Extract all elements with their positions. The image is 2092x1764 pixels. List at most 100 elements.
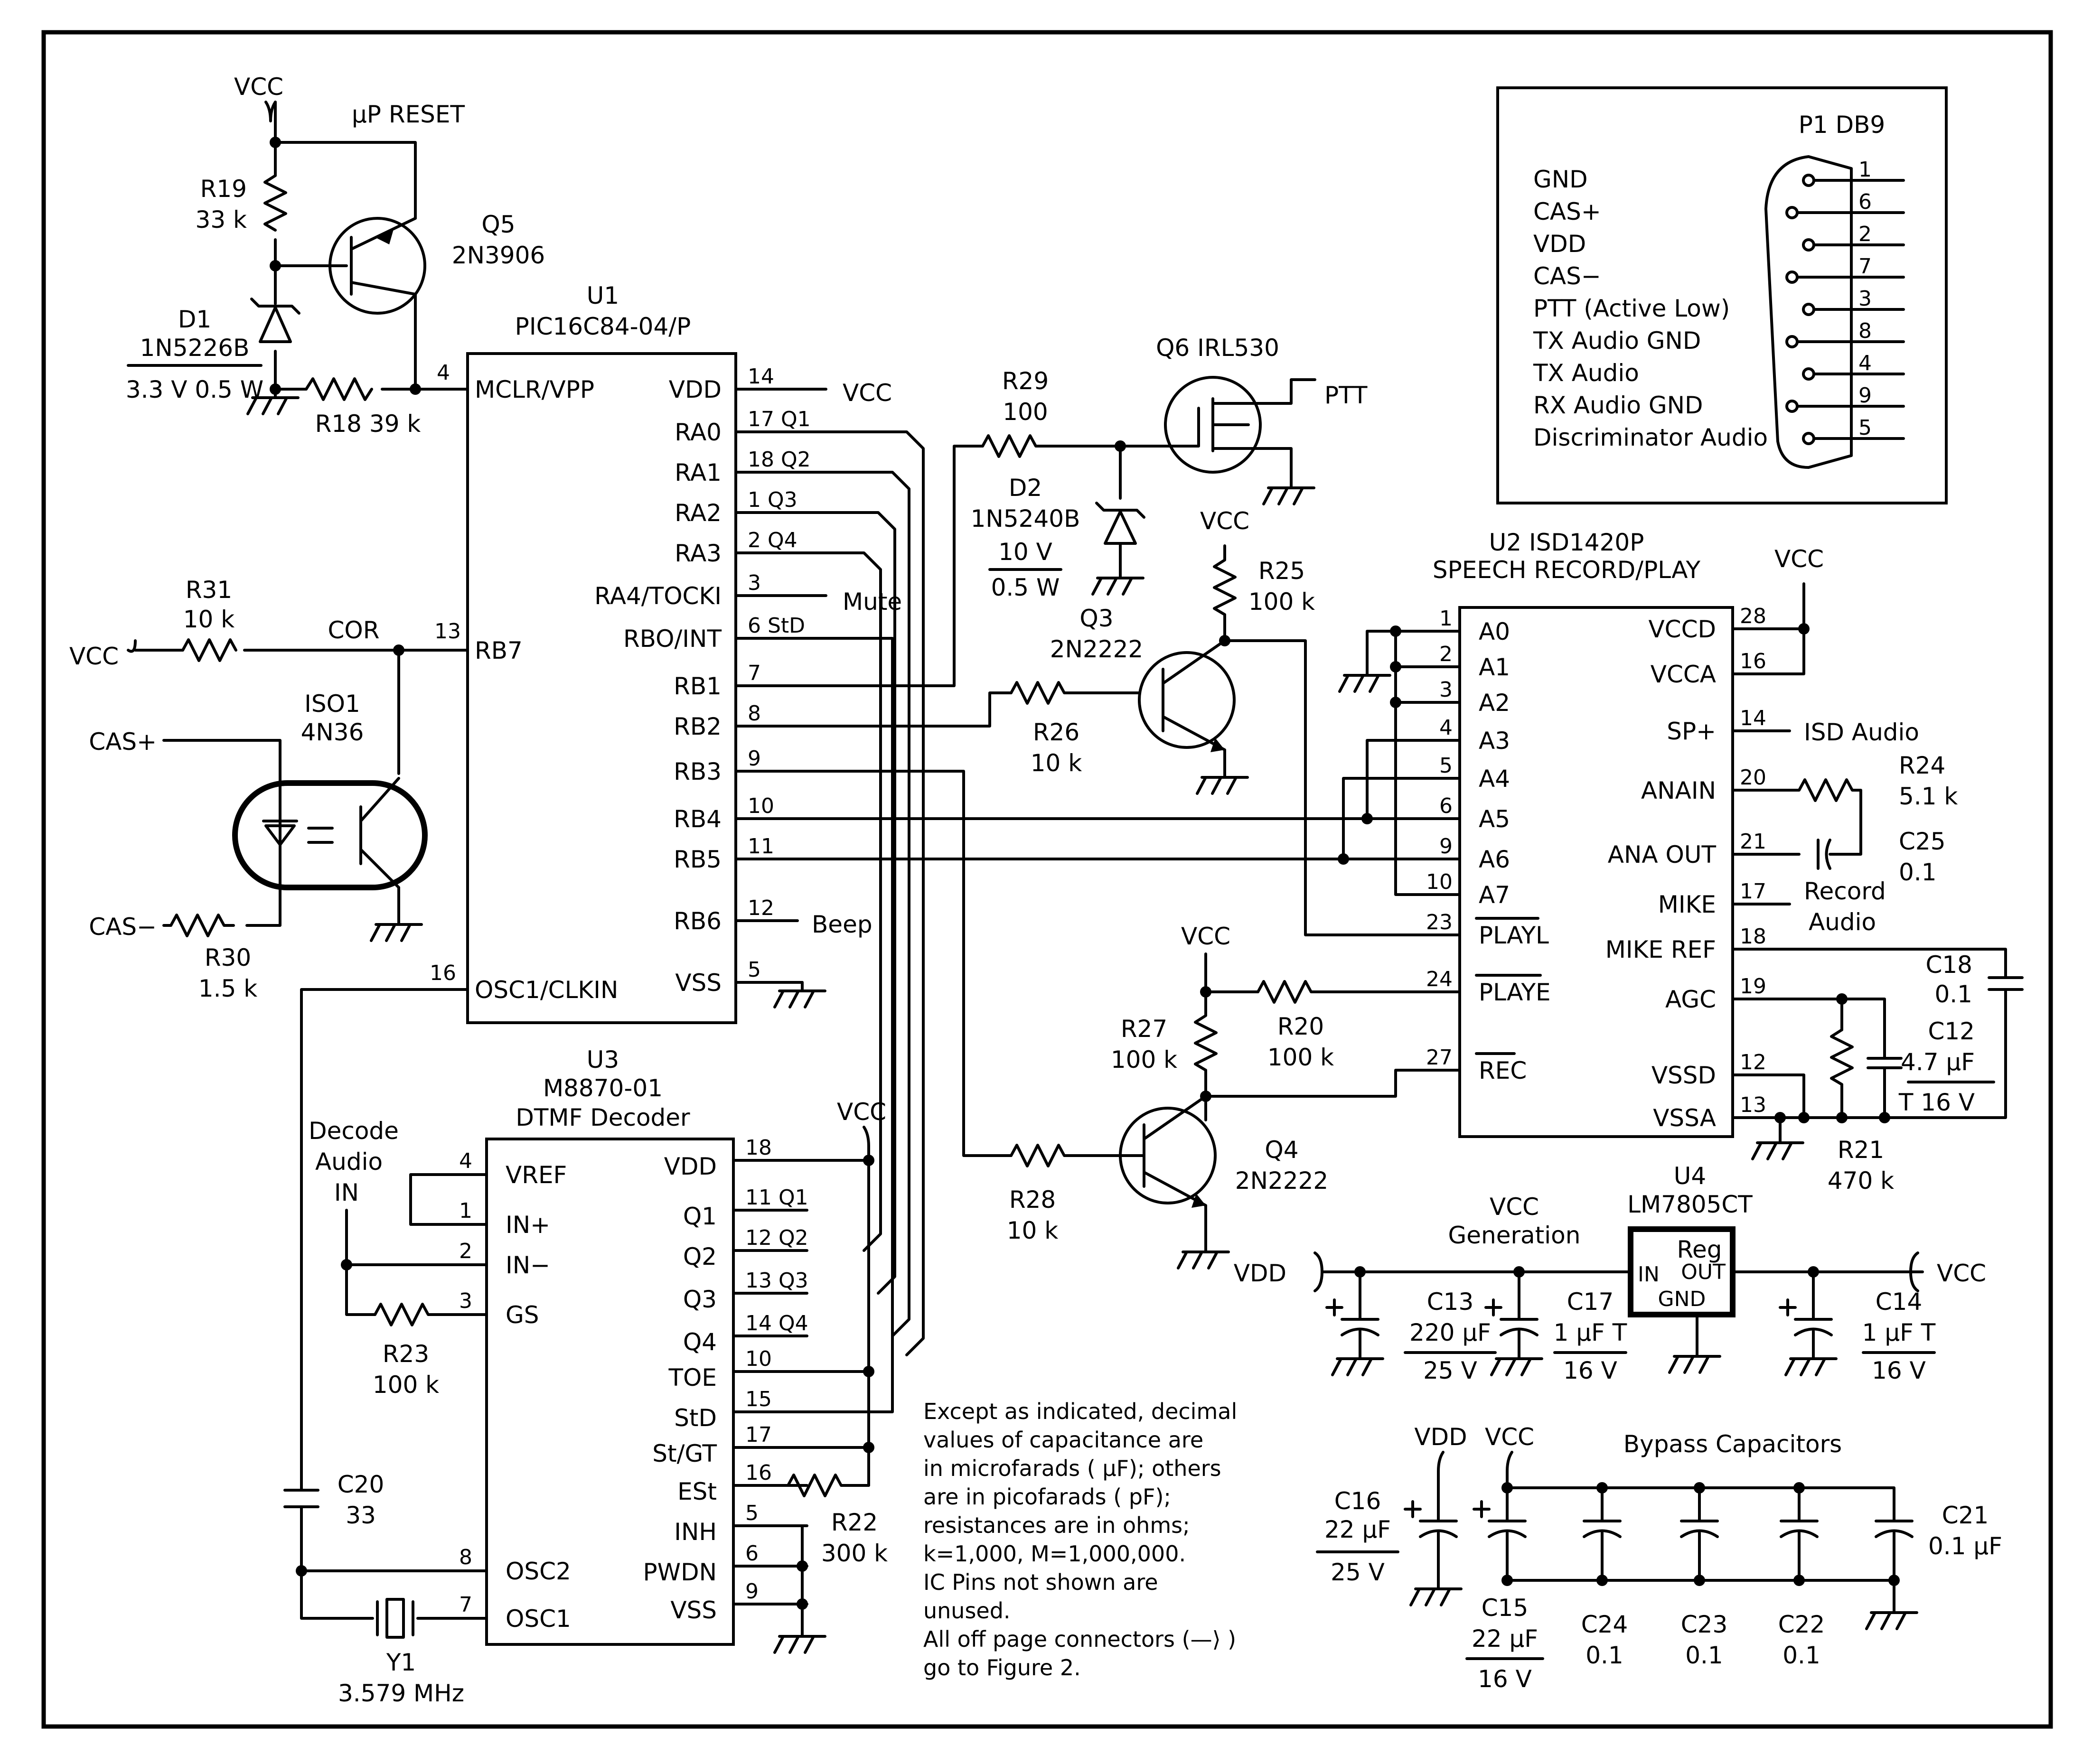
u3-desc: DTMF Decoder (516, 1104, 690, 1131)
junction-dot (341, 1259, 352, 1270)
u3-inh-wires (732, 1524, 804, 1629)
u4-ground (1670, 1348, 1720, 1372)
r21-resistor (1830, 1028, 1854, 1098)
q6-label: Q6 IRL530 (1156, 334, 1279, 362)
cor-wires (127, 639, 469, 775)
r19-label: R19 (200, 175, 247, 203)
u4-in: IN (1638, 1262, 1660, 1287)
junction-dot (393, 644, 404, 656)
c17-label: C17 (1567, 1288, 1614, 1316)
note-line: unused. (923, 1598, 1011, 1624)
junction-dot (1361, 813, 1373, 824)
u3-pin-number: 4 (459, 1149, 472, 1173)
r26-resistor (1010, 681, 1141, 705)
q4-label: Q4 (1265, 1136, 1298, 1164)
r19-value: 33 k (196, 206, 247, 233)
u2-body (1458, 606, 1734, 1138)
cor-label: COR (328, 616, 379, 644)
r26-value: 10 k (1031, 749, 1082, 777)
q3-part: 2N2222 (1050, 635, 1143, 663)
u3-pin-number: 12 Q2 (745, 1226, 808, 1250)
c15-value2: 16 V (1478, 1665, 1532, 1693)
p1-box (1496, 86, 1948, 504)
d2-label: D2 (1009, 474, 1042, 502)
c17-value2: 16 V (1563, 1357, 1617, 1384)
c16-value1: 22 µF (1324, 1516, 1391, 1543)
r25-resistor (1213, 544, 1237, 642)
c15-value1: 22 µF (1472, 1625, 1538, 1652)
junction-dot (863, 1442, 874, 1453)
vcc-u3-arrow (863, 1126, 870, 1162)
u3-pin-name: TOE (668, 1364, 717, 1391)
u2-pin-name: VSSA (1653, 1104, 1716, 1132)
db9-pin-number: 1 (1858, 158, 1872, 182)
u3-pin-name: INH (674, 1518, 717, 1546)
r24-value: 5.1 k (1899, 783, 1958, 810)
u1-pin-number: 12 (748, 896, 774, 920)
db9-pin-contact (1785, 335, 1799, 348)
d1-rating: 3.3 V 0.5 W (126, 376, 263, 403)
u3-part: M8870-01 (543, 1074, 663, 1102)
u2-pin-number: 21 (1740, 830, 1766, 854)
u1-pin-name: VSS (675, 969, 722, 997)
d1-part: 1N5226B (140, 334, 250, 362)
vcc-gen-label: VCC (1490, 1193, 1539, 1221)
up-reset-label: µP RESET (352, 101, 465, 128)
c23-label: C23 (1681, 1611, 1728, 1638)
u2-pin-name: A5 (1479, 805, 1510, 833)
iso1-label: ISO1 (304, 690, 360, 718)
c12-label: C12 (1928, 1017, 1975, 1045)
u1-pin-name: RB3 (674, 758, 722, 785)
u4-out: OUT (1681, 1260, 1726, 1284)
reset-wires (274, 101, 469, 391)
u2-pin-name: A1 (1479, 653, 1510, 681)
u1-pin-number: 3 (748, 571, 761, 595)
junction-dot (863, 1366, 874, 1377)
db9-pin-contact (1802, 432, 1815, 445)
u2-pin-number: 20 (1740, 765, 1766, 790)
q3-transistor (1138, 651, 1236, 749)
junction-dot (1596, 1575, 1608, 1586)
u3-pin-number: 5 (745, 1501, 759, 1525)
anain-wire (1731, 778, 1862, 856)
u1-vss-ground (775, 982, 825, 1007)
u3-pin-name: VSS (670, 1596, 717, 1624)
db9-pin-contact (1802, 367, 1815, 381)
db9-signal-label: CAS− (1533, 262, 1601, 290)
u2-pin-name: PLAYE (1479, 979, 1551, 1006)
r29-resistor (981, 434, 1122, 500)
db9-pin-number: 9 (1858, 383, 1872, 408)
junction-dot (1200, 1091, 1211, 1102)
u1-pin-number: 1 Q3 (748, 488, 797, 512)
junction-dot (1774, 1112, 1786, 1123)
u3-pin-name: OSC1 (506, 1605, 571, 1633)
u2-pin-name: A2 (1479, 689, 1510, 717)
u2-pin-name: VCCA (1651, 661, 1716, 688)
u3-pin-name: Q1 (683, 1203, 717, 1230)
capacitor-plate (1419, 1529, 1458, 1538)
db9-signal-label: Discriminator Audio (1533, 424, 1768, 451)
junction-dot (296, 1565, 307, 1577)
u1-pin-number: 5 (748, 958, 761, 982)
rb2-wire (734, 691, 1013, 728)
vcc-r25-label: VCC (1200, 507, 1249, 535)
junction-dot (1219, 635, 1230, 646)
junction-dot (863, 1155, 874, 1166)
capacitor-ground (1492, 1350, 1542, 1375)
u3-pin-name: VREF (506, 1161, 567, 1189)
junction-dot (1513, 1266, 1525, 1278)
junction-dot (1879, 1112, 1890, 1123)
c16-value2: 25 V (1331, 1559, 1385, 1586)
capacitor-plate (1488, 1529, 1527, 1538)
q-bus (734, 430, 925, 1356)
q6-leads (1119, 378, 1316, 481)
u1-pin-name: OSC1/CLKIN (475, 976, 618, 1004)
junction-dot (1200, 986, 1211, 998)
vcc-out-label: VCC (1937, 1260, 1986, 1287)
r31-label: R31 (186, 576, 232, 604)
u2-pin-name: PLAYL (1479, 922, 1549, 949)
db9-signal-label: TX Audio GND (1533, 327, 1701, 355)
y1-value: 3.579 MHz (338, 1680, 464, 1707)
d2-diode (1095, 502, 1145, 571)
